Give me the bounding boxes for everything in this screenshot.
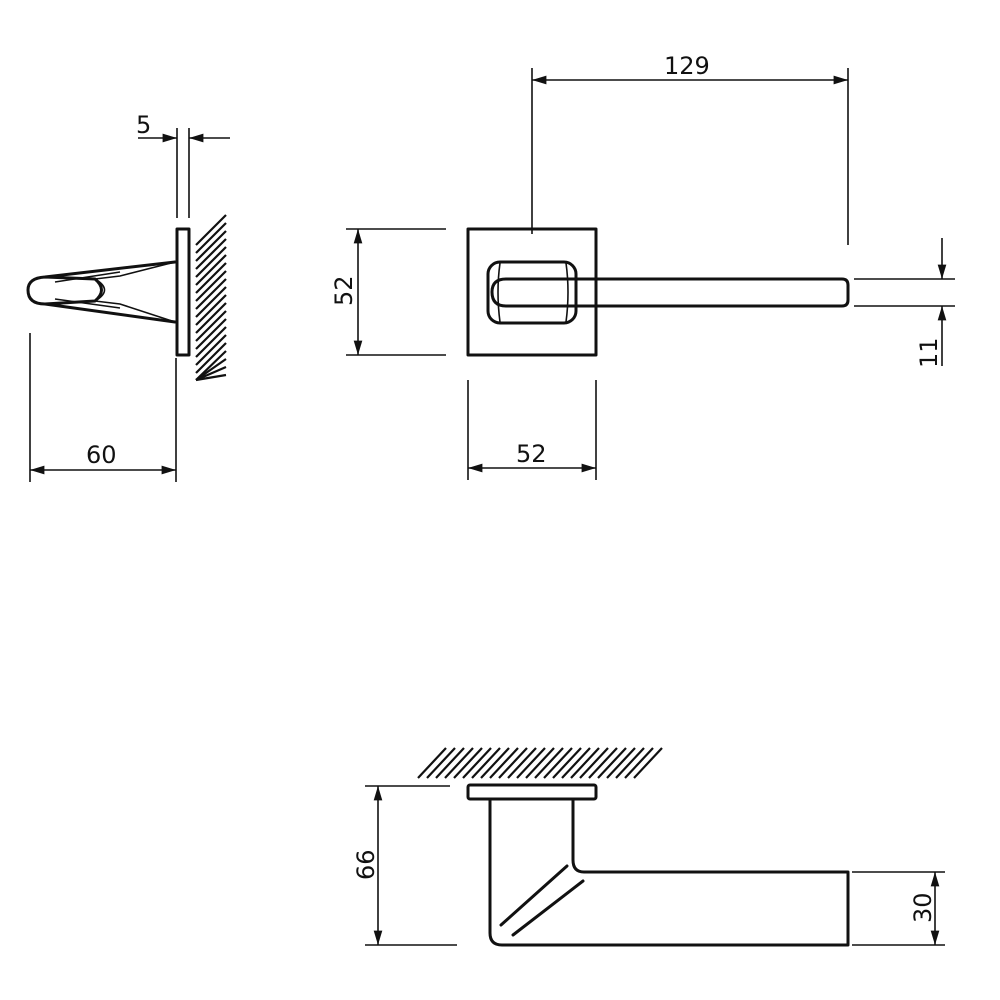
hatch-line bbox=[426, 747, 456, 779]
hatch-line bbox=[525, 747, 555, 779]
dim-label-129: 129 bbox=[664, 52, 710, 80]
hatch-line bbox=[453, 747, 483, 779]
hatch-line bbox=[597, 747, 627, 779]
hatch-line bbox=[417, 747, 447, 779]
hatch-line bbox=[195, 278, 227, 310]
dim-5: 5 bbox=[136, 111, 230, 218]
door-hatch bbox=[417, 747, 663, 779]
wall-hatch bbox=[195, 214, 227, 382]
hatch-line bbox=[606, 747, 636, 779]
hatch-line bbox=[552, 747, 582, 779]
front-view: 129 52 52 11 bbox=[330, 52, 955, 480]
hatch-line bbox=[516, 747, 546, 779]
dim-label-66: 66 bbox=[352, 849, 380, 880]
hatch-line bbox=[195, 294, 227, 326]
hatch-line bbox=[588, 747, 618, 779]
hatch-line bbox=[195, 342, 227, 374]
hatch-line bbox=[570, 747, 600, 779]
hatch-line bbox=[195, 270, 227, 302]
hatch-line bbox=[195, 365, 227, 382]
dim-52-vertical: 52 bbox=[330, 228, 446, 356]
hatch-line bbox=[195, 262, 227, 294]
rose-side bbox=[175, 227, 191, 357]
hatch-line bbox=[195, 238, 227, 270]
boss-edges bbox=[497, 262, 569, 323]
hatch-line bbox=[195, 230, 227, 262]
hatch-line bbox=[498, 747, 528, 779]
hatch-line bbox=[195, 334, 227, 366]
hatch-line bbox=[561, 747, 591, 779]
top-view: 66 30 bbox=[352, 747, 945, 947]
dim-129: 129 bbox=[531, 52, 849, 245]
dim-label-60: 60 bbox=[86, 441, 117, 469]
hatch-line bbox=[579, 747, 609, 779]
dim-52-horizontal: 52 bbox=[467, 380, 597, 480]
dim-label-52-vertical: 52 bbox=[330, 275, 358, 306]
hatch-line bbox=[195, 246, 227, 278]
hatch-line bbox=[195, 254, 227, 286]
lever-top-facets bbox=[499, 864, 585, 937]
dim-label-52-horizontal: 52 bbox=[516, 440, 547, 468]
dim-label-30: 30 bbox=[909, 892, 937, 923]
dim-30: 30 bbox=[852, 871, 945, 946]
hatch-line bbox=[615, 747, 645, 779]
dim-60: 60 bbox=[29, 333, 177, 482]
dim-66: 66 bbox=[352, 785, 457, 946]
hatch-line bbox=[489, 747, 519, 779]
lever-side-facets bbox=[54, 261, 176, 323]
hatch-line bbox=[195, 373, 227, 382]
dim-11: 11 bbox=[854, 238, 955, 368]
hatch-line bbox=[624, 747, 654, 779]
hatch-line bbox=[507, 747, 537, 779]
hatch-line bbox=[195, 310, 227, 342]
hatch-line bbox=[195, 326, 227, 358]
hatch-line bbox=[195, 358, 227, 381]
hatch-line bbox=[444, 747, 474, 779]
lever-front bbox=[490, 277, 850, 308]
hatch-line bbox=[195, 222, 227, 254]
rose-inner-boss bbox=[486, 260, 578, 325]
hatch-line bbox=[471, 747, 501, 779]
hatch-line bbox=[195, 286, 227, 318]
hatch-line bbox=[480, 747, 510, 779]
hatch-line bbox=[435, 747, 465, 779]
dim-label-11: 11 bbox=[915, 337, 943, 368]
hatch-line bbox=[195, 318, 227, 350]
lever-top bbox=[488, 797, 850, 947]
hatch-line bbox=[195, 302, 227, 334]
dim-label-5: 5 bbox=[136, 111, 151, 139]
rose-top bbox=[466, 783, 598, 801]
hatch-line bbox=[633, 747, 663, 779]
lever-side bbox=[26, 260, 177, 324]
hatch-line bbox=[195, 214, 227, 246]
hatch-line bbox=[462, 747, 492, 779]
hatch-line bbox=[543, 747, 573, 779]
hatch-line bbox=[534, 747, 564, 779]
side-view: 5 60 bbox=[26, 111, 230, 482]
